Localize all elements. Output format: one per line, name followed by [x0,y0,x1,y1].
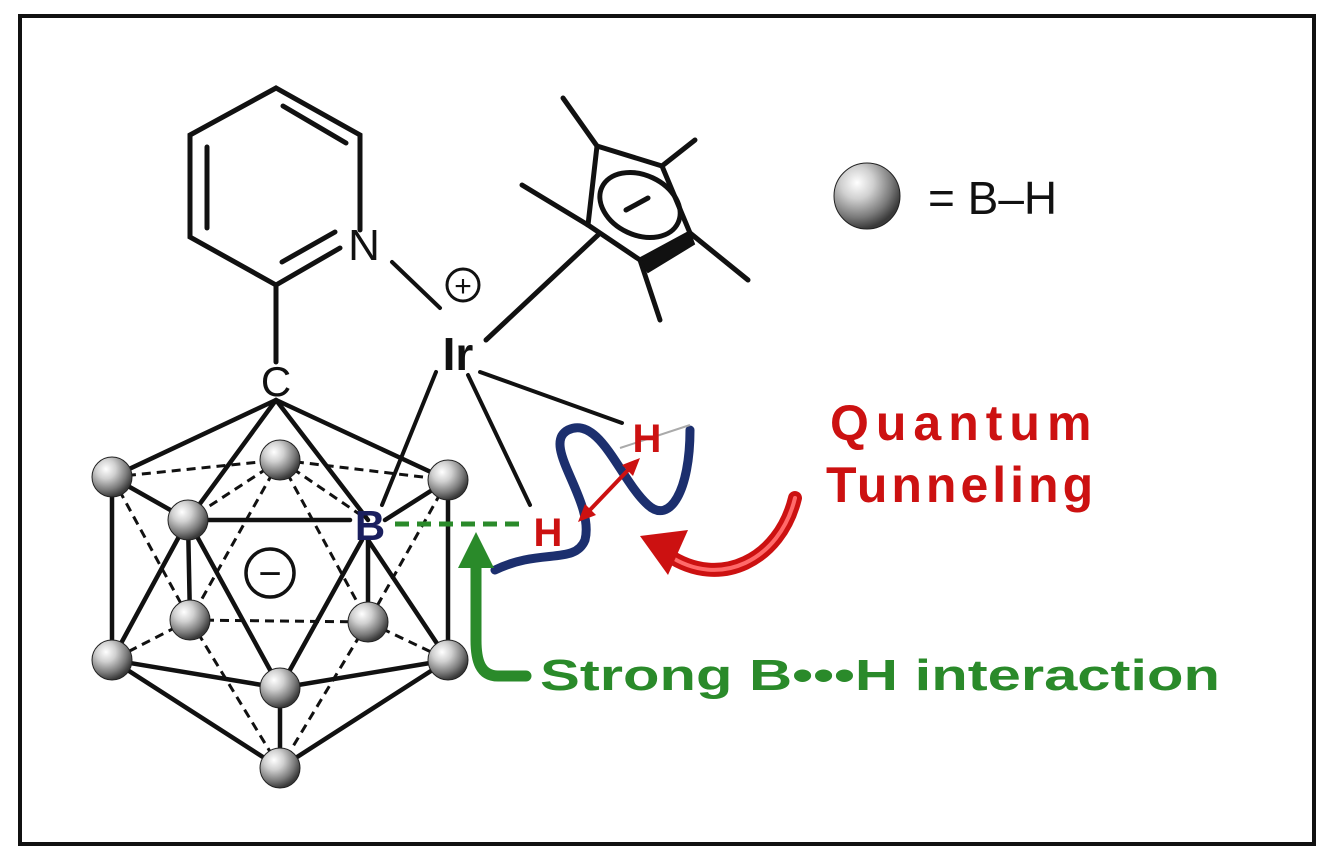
bh-vertex [427,639,469,681]
cage-front-bonds [109,397,451,771]
bh-vertex [167,499,209,541]
tunneling-label: Tunneling [826,457,1097,513]
bh-vertex [91,456,133,498]
negative-charge: − [244,547,296,599]
bh-vertex [259,667,301,709]
bh-vertex [259,747,301,789]
tunneling-wave [490,423,695,575]
iridium-label: Ir [443,328,474,380]
quantum-label: Quantum [830,395,1098,451]
cp-star-ring [483,95,751,343]
legend: = B–H [833,162,1057,230]
interaction-arrow [458,532,532,682]
pyridine-ring [187,85,363,365]
bh-vertex [427,459,469,501]
carbon-label: C [261,358,291,405]
bh-vertex [347,601,389,643]
hydrogen-upper-label: H [633,417,662,461]
nitrogen-label: N [348,221,380,270]
figure-frame [18,14,1316,846]
bh-vertex [169,599,211,641]
h-h-guide-line [619,424,691,449]
quantum-tunneling-arrow [640,491,802,577]
legend-text: = B–H [928,172,1057,224]
cage-bh-vertices [91,439,469,789]
legend-bh-ball-icon [833,162,901,230]
bh-vertex [91,639,133,681]
interaction-label: Strong B•••H interaction [540,651,1220,700]
negative-charge-symbol: − [258,552,281,596]
hydrogen-lower-label: H [534,511,563,555]
iridium-bonds [380,260,624,507]
bh-vertex [259,439,301,481]
boron-label: B [355,502,385,549]
positive-charge-symbol: + [454,270,472,303]
positive-charge: + [445,267,481,303]
tunneling-double-arrow [578,458,640,522]
